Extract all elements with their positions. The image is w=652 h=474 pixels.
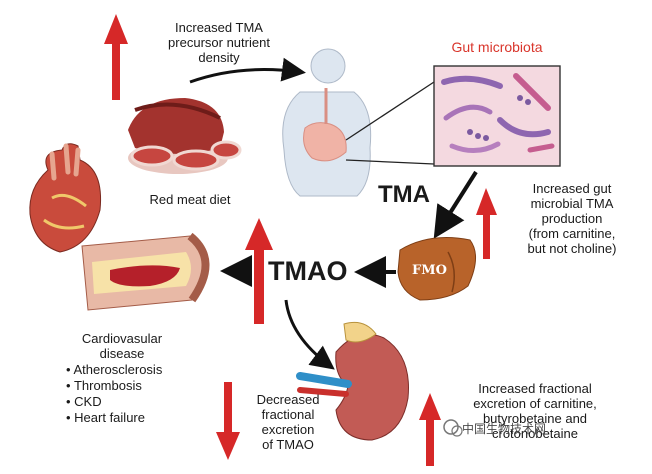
leader-line-top (345, 81, 435, 141)
kidney-icon (296, 321, 409, 441)
leader-line-bottom (345, 159, 435, 165)
arrow-tmao-to-kidney (284, 299, 335, 370)
precursor-label: Increased TMA precursor nutrient density (168, 20, 270, 65)
arrow-gut-to-liver (433, 170, 478, 239)
cvd-item: Atherosclerosis (66, 362, 162, 378)
gut-microbiota-title: Gut microbiota (451, 39, 543, 55)
red-meat-label: Red meat diet (149, 192, 231, 207)
watermark: 中国生物技术网 (462, 422, 547, 436)
cvd-item: Heart failure (66, 410, 162, 426)
tmao-label: TMAO (268, 256, 348, 286)
increased-excretion-label: Increased fractional excretion of carnit… (473, 381, 597, 441)
meat-icon (128, 98, 242, 174)
heart-icon (29, 143, 102, 253)
decreased-excretion-label: Decreased fractional excretion of TMAO (256, 392, 320, 452)
arrow-meat-to-body (189, 57, 306, 84)
down-arrow-excretion (216, 382, 240, 460)
liver-icon (397, 237, 476, 301)
up-arrow-gut-production (476, 188, 497, 259)
cvd-item: Thrombosis (66, 378, 162, 394)
wechat-icon (443, 419, 463, 437)
up-arrow-excretion (419, 393, 441, 466)
microbiota-icon (433, 65, 561, 167)
up-arrow-precursor (104, 14, 128, 100)
cvd-title: Cardiovasular disease (81, 331, 163, 361)
up-arrow-tmao (245, 218, 273, 324)
cvd-list: Atherosclerosis Thrombosis CKD Heart fai… (66, 362, 162, 426)
artery-icon (81, 232, 210, 311)
cvd-item: CKD (66, 394, 162, 410)
fmo-label: FMO (412, 263, 447, 278)
tma-label: TMA (378, 181, 430, 208)
gut-production-label: Increased gut microbial TMA production (… (527, 181, 617, 256)
body-icon (282, 48, 372, 197)
